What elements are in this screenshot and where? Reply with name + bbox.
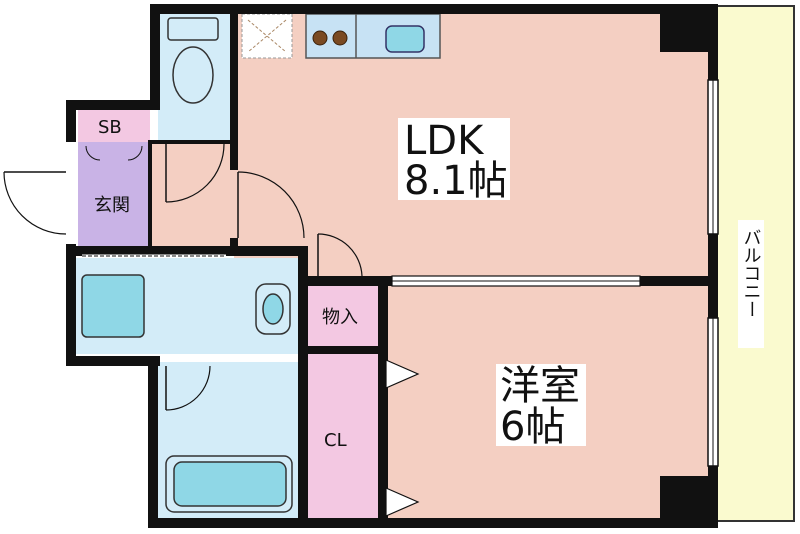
ldk-door-swing — [237, 171, 305, 239]
closet-label: CL — [324, 430, 347, 451]
toilet-door-swing — [165, 143, 225, 203]
stove-burner-left-icon — [312, 30, 328, 46]
fridge-cross-a — [247, 19, 287, 53]
entrance-area — [78, 142, 150, 248]
western-size-label: 6帖 — [500, 404, 565, 450]
fridge-space — [241, 13, 293, 59]
bathtub-basin-icon — [173, 461, 287, 507]
storage-label: 物入 — [322, 307, 358, 328]
ldk-label-bg — [398, 118, 510, 200]
western-label: 洋室 — [500, 363, 580, 409]
western-label-bg — [496, 364, 586, 446]
stove-burner-right-icon — [332, 30, 348, 46]
washing-machine-icon — [81, 274, 145, 338]
shoe-box-door-left — [85, 145, 101, 161]
entrance-label: 玄関 — [94, 195, 130, 216]
ldk-size-label: 8.1帖 — [404, 158, 508, 204]
washbasin-bowl-icon — [262, 293, 284, 325]
storage-room — [308, 284, 380, 346]
closet-door-upper — [385, 359, 420, 389]
closet-room — [308, 354, 380, 520]
closet-door-lower — [385, 487, 420, 517]
toilet-bowl-icon — [172, 46, 214, 104]
fridge-cross-b — [247, 19, 287, 53]
balcony-label: バルコニー — [741, 228, 762, 318]
storage-door-swing — [317, 233, 363, 277]
shoe-box-label: SB — [98, 117, 122, 138]
shoe-box — [78, 110, 150, 142]
ldk-label: LDK — [404, 118, 485, 164]
toilet-tank-icon — [167, 17, 219, 41]
hallway — [150, 142, 234, 248]
kitchen-sink-icon — [385, 25, 425, 53]
balcony-label-bg — [738, 220, 764, 348]
walls — [66, 4, 718, 528]
entrance-door-swing — [3, 171, 67, 235]
shoe-box-door-right — [127, 145, 143, 161]
bath-door-swing — [165, 365, 211, 411]
